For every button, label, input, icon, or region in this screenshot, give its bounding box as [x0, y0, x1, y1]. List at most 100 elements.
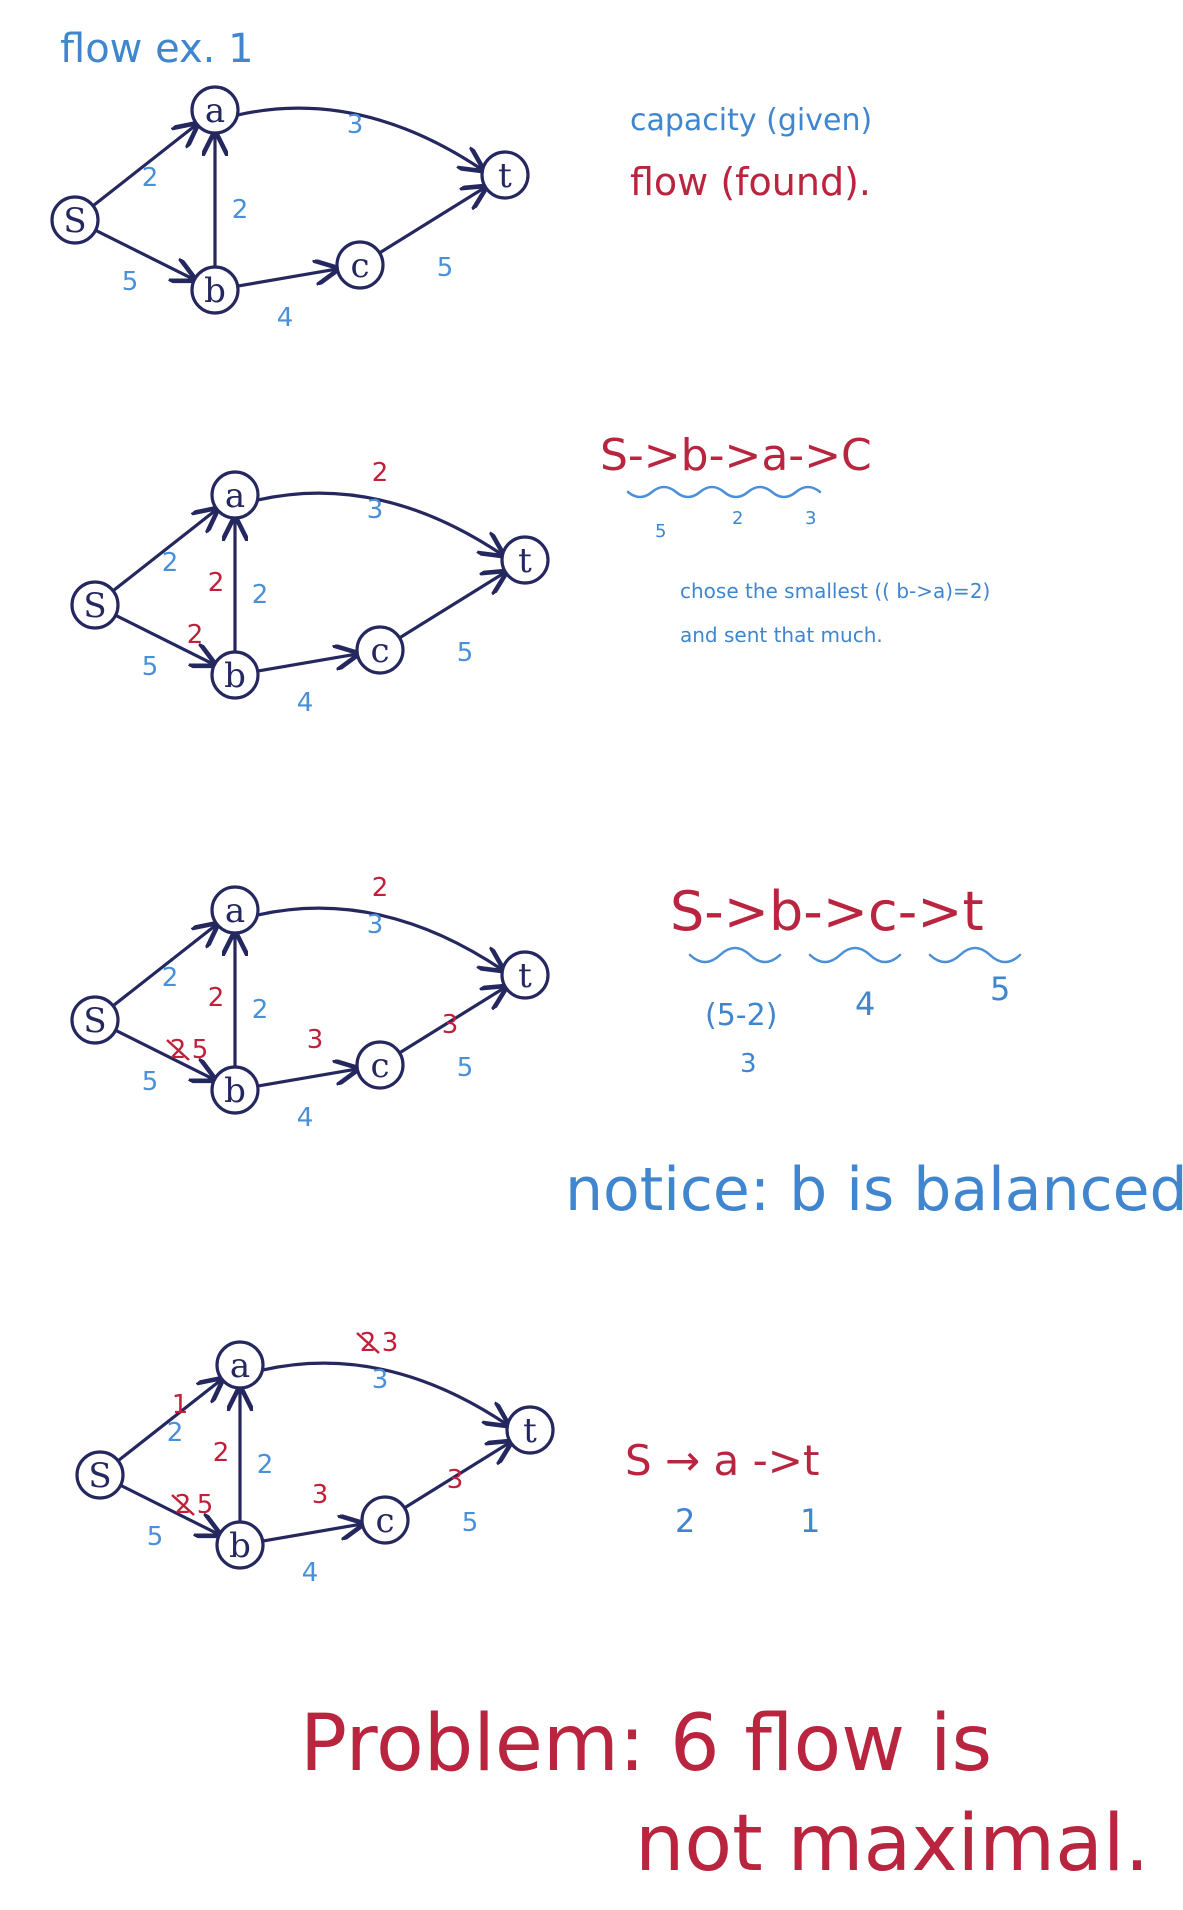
node-label-a: a: [205, 91, 225, 131]
node-c: [335, 240, 385, 290]
capacity-b-a: 2: [232, 195, 249, 225]
step3-cap-1-result: 3: [740, 1049, 757, 1079]
capacity-s-a: 2: [162, 963, 179, 993]
capacity-s-b: 5: [142, 652, 159, 682]
node-b: [210, 1065, 260, 1115]
capacity-s-b: 5: [142, 1067, 159, 1097]
edge-s-b: [113, 1028, 215, 1079]
node-c: [360, 1495, 410, 1545]
flow-s-b: 2: [187, 620, 204, 650]
node-label-c: c: [350, 246, 369, 286]
capacity-b-c: 4: [297, 1103, 314, 1133]
node-label-t: t: [518, 541, 532, 581]
node-label-t: t: [523, 1411, 537, 1451]
capacity-b-c: 4: [297, 688, 314, 718]
node-a: [215, 1340, 265, 1390]
capacity-s-a: 2: [162, 548, 179, 578]
step3-cap-2: 4: [855, 985, 875, 1023]
node-label-c: c: [375, 1501, 394, 1541]
edge-a-t: [260, 1361, 507, 1425]
capacity-b-a: 2: [252, 995, 269, 1025]
flow-b-a: 2: [208, 983, 225, 1013]
flow-strike-a-t: [356, 1332, 380, 1354]
legend-flow: flow (found).: [630, 160, 871, 204]
edge-b-c: [256, 654, 358, 673]
edge-c-t: [397, 987, 506, 1055]
step3-brace: [688, 946, 1022, 964]
flow-b-a: 2: [213, 1438, 230, 1468]
node-label-c: c: [370, 631, 389, 671]
step3-cap-1: (5-2): [705, 998, 777, 1033]
flow-a-t: 3: [382, 1328, 399, 1358]
edge-s-b: [118, 1483, 220, 1534]
step2-explanation-2: and sent that much.: [680, 623, 883, 647]
flow-b-a: 2: [208, 568, 225, 598]
node-s: [70, 995, 120, 1045]
step3-cap-3: 5: [990, 970, 1010, 1008]
node-label-a: a: [225, 891, 245, 931]
graph-step-3: Sabct252345252233: [70, 873, 550, 1133]
node-label-b: b: [229, 1526, 251, 1566]
flow-a-t: 2: [372, 873, 389, 903]
edge-s-a: [91, 124, 197, 208]
edge-s-b: [113, 613, 215, 664]
edge-s-a: [111, 924, 217, 1008]
flow-strike-s-b: [171, 1494, 195, 1516]
node-label-s: S: [83, 1001, 106, 1041]
edge-b-c: [256, 1069, 358, 1088]
flow-b-c: 3: [307, 1025, 324, 1055]
node-label-b: b: [224, 656, 246, 696]
graph-step-4: Sabct25234512522333: [75, 1328, 555, 1588]
edge-s-a: [116, 1379, 222, 1463]
step4-cap-2: 1: [800, 1502, 820, 1540]
capacity-a-t: 3: [372, 1365, 389, 1395]
step2-brace: [626, 485, 822, 499]
node-b: [215, 1520, 265, 1570]
node-a: [210, 885, 260, 935]
node-t: [500, 535, 550, 585]
problem-line-1: Problem: 6 flow is: [300, 1699, 992, 1789]
step2-cap-2: 2: [732, 508, 743, 529]
node-t: [500, 950, 550, 1000]
edge-s-a: [111, 509, 217, 593]
edge-a-t: [235, 106, 482, 170]
capacity-a-t: 3: [367, 495, 384, 525]
capacity-c-t: 5: [437, 253, 454, 283]
node-s: [70, 580, 120, 630]
edge-a-t: [255, 906, 502, 970]
capacity-s-a: 2: [142, 163, 159, 193]
node-label-c: c: [370, 1046, 389, 1086]
node-c: [355, 1040, 405, 1090]
node-label-b: b: [204, 271, 226, 311]
step4-path: S → a ->t: [625, 1436, 819, 1485]
flow-s-b: 5: [197, 1490, 214, 1520]
node-label-a: a: [225, 476, 245, 516]
capacity-b-c: 4: [277, 303, 294, 333]
edge-c-t: [377, 187, 486, 255]
step2-path: S->b->a->C: [600, 430, 872, 481]
flow-s-b: 5: [192, 1035, 209, 1065]
node-a: [210, 470, 260, 520]
node-b: [210, 650, 260, 700]
step3-notice: notice: b is balanced.: [565, 1155, 1183, 1225]
edge-c-t: [402, 1442, 511, 1510]
step2-cap-1: 5: [655, 521, 666, 542]
node-label-a: a: [230, 1346, 250, 1386]
node-label-s: S: [88, 1456, 111, 1496]
node-t: [505, 1405, 555, 1455]
edge-a-t: [255, 491, 502, 555]
edge-b-c: [236, 269, 338, 288]
flow-c-t: 3: [447, 1465, 464, 1495]
node-label-t: t: [498, 156, 512, 196]
node-label-s: S: [83, 586, 106, 626]
capacity-s-b: 5: [147, 1522, 164, 1552]
node-label-s: S: [63, 201, 86, 241]
edge-b-c: [261, 1524, 363, 1543]
flow-c-t: 3: [442, 1010, 459, 1040]
capacity-c-t: 5: [462, 1508, 479, 1538]
capacity-b-a: 2: [252, 580, 269, 610]
capacity-b-a: 2: [257, 1450, 274, 1480]
